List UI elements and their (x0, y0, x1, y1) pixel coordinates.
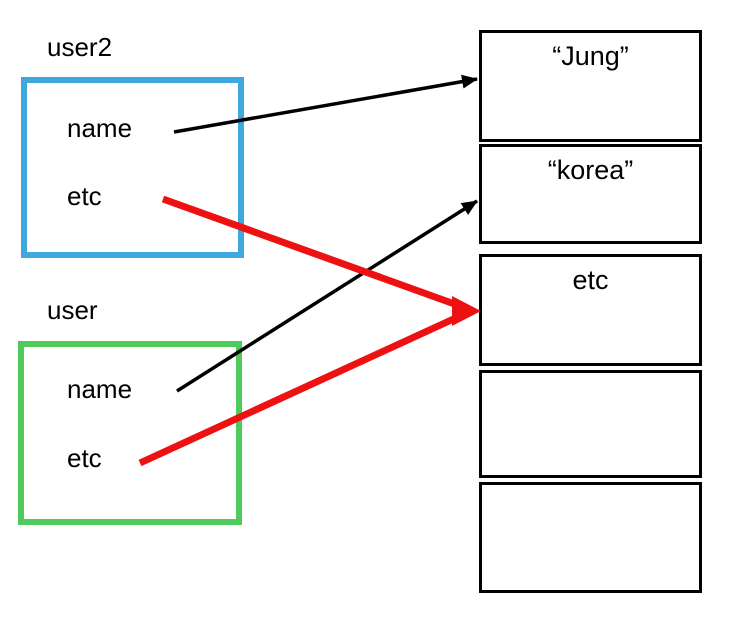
user-label: user (47, 295, 98, 325)
user2-box (21, 77, 244, 258)
memory-cell-etc: etc (479, 254, 702, 366)
user-field-etc: etc (67, 443, 102, 473)
memory-cell-value: etc (572, 265, 609, 295)
user-field-name: name (67, 374, 133, 404)
memory-cell-empty-2 (479, 482, 702, 593)
memory-cell-empty-1 (479, 370, 702, 478)
user2-field-name: name (67, 113, 133, 143)
user2-field-etc: etc (67, 181, 102, 211)
memory-cell-value: “Jung” (552, 41, 629, 71)
red-arrowhead-icon (452, 296, 481, 326)
memory-cell-jung: “Jung” (479, 30, 702, 142)
memory-cell-korea: “korea” (479, 144, 702, 244)
user-box (18, 341, 242, 525)
memory-cell-value: “korea” (547, 155, 634, 185)
user2-label: user2 (47, 32, 113, 62)
